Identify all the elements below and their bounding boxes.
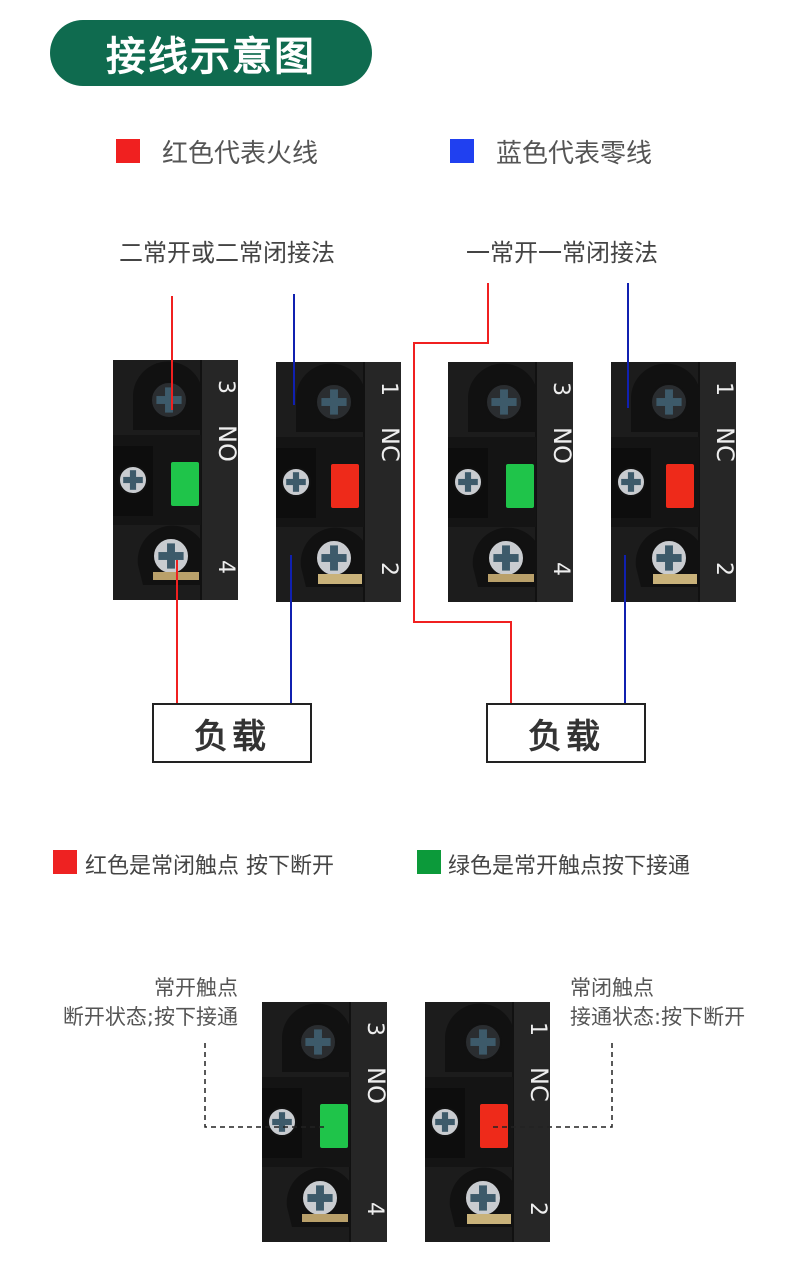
contact-module-no: 3 NO 4 bbox=[113, 360, 241, 600]
red-swatch bbox=[116, 139, 140, 163]
contact-type-label: NO bbox=[362, 1067, 387, 1104]
terminal-number-top: 3 bbox=[362, 1022, 387, 1036]
diagram-heading-left: 二常开或二常闭接法 bbox=[119, 239, 335, 267]
contact-type-label: NC bbox=[711, 427, 736, 462]
terminal-number-top: 3 bbox=[213, 380, 238, 394]
terminal-number-top: 3 bbox=[548, 382, 573, 396]
contact-type-label: NO bbox=[213, 425, 238, 462]
terminal-number-bottom: 2 bbox=[525, 1202, 550, 1216]
green-button bbox=[506, 464, 534, 508]
screw-icon bbox=[152, 537, 190, 575]
screw-icon bbox=[299, 1023, 337, 1061]
terminal-number-bottom: 4 bbox=[548, 562, 573, 576]
red-button bbox=[480, 1104, 508, 1148]
no-note-title: 常开触点 bbox=[154, 976, 238, 1000]
red-button-legend: 红色是常闭触点 按下断开 bbox=[85, 854, 334, 879]
contact-module-no: 3 NO 4 bbox=[262, 1002, 390, 1242]
blue-legend-label: 蓝色代表零线 bbox=[496, 139, 653, 169]
load-box-left: 负载 bbox=[152, 703, 312, 763]
nc-contact-note: 常闭触点 接通状态:按下断开 bbox=[570, 974, 745, 1032]
green-button bbox=[171, 462, 199, 506]
blue-swatch bbox=[450, 139, 474, 163]
screw-icon bbox=[616, 467, 646, 497]
terminal-number-bottom: 4 bbox=[362, 1202, 387, 1216]
contact-type-label: NC bbox=[376, 427, 401, 462]
terminal-number-bottom: 2 bbox=[376, 562, 401, 576]
green-button-swatch bbox=[417, 850, 441, 874]
contact-module-no: 3 NO 4 bbox=[448, 362, 576, 602]
diagram-heading-right: 一常开一常闭接法 bbox=[466, 239, 658, 267]
red-button bbox=[331, 464, 359, 508]
screw-icon bbox=[650, 383, 688, 421]
red-legend-label: 红色代表火线 bbox=[162, 139, 319, 169]
screw-icon bbox=[430, 1107, 460, 1137]
terminal-number-top: 1 bbox=[711, 382, 736, 396]
screw-icon bbox=[267, 1107, 297, 1137]
screw-icon bbox=[301, 1179, 339, 1217]
terminal-number-top: 1 bbox=[525, 1022, 550, 1036]
screw-icon bbox=[281, 467, 311, 497]
nc-note-title: 常闭触点 bbox=[570, 976, 654, 1000]
screw-icon bbox=[464, 1023, 502, 1061]
contact-module-nc: 1 NC 2 bbox=[611, 362, 739, 602]
green-button-legend: 绿色是常开触点按下接通 bbox=[448, 854, 691, 879]
no-contact-note: 常开触点 断开状态;按下接通 bbox=[63, 974, 238, 1032]
page-title: 接线示意图 bbox=[50, 20, 372, 86]
screw-icon bbox=[485, 383, 523, 421]
green-button bbox=[320, 1104, 348, 1148]
screw-icon bbox=[150, 381, 188, 419]
screw-icon bbox=[487, 539, 525, 577]
screw-icon bbox=[118, 465, 148, 495]
nc-note-desc: 接通状态:按下断开 bbox=[570, 1005, 746, 1029]
screw-icon bbox=[464, 1179, 502, 1217]
screw-icon bbox=[650, 539, 688, 577]
contact-type-label: NC bbox=[525, 1067, 550, 1102]
contact-module-nc: 1 NC 2 bbox=[425, 1002, 553, 1242]
load-box-right: 负载 bbox=[486, 703, 646, 763]
contact-type-label: NO bbox=[548, 427, 573, 464]
red-button bbox=[666, 464, 694, 508]
screw-icon bbox=[315, 539, 353, 577]
terminal-number-bottom: 2 bbox=[711, 562, 736, 576]
red-button-swatch bbox=[53, 850, 77, 874]
contact-module-nc: 1 NC 2 bbox=[276, 362, 404, 602]
terminal-number-bottom: 4 bbox=[213, 560, 238, 574]
no-note-desc: 断开状态;按下接通 bbox=[62, 1005, 238, 1029]
terminal-number-top: 1 bbox=[376, 382, 401, 396]
screw-icon bbox=[453, 467, 483, 497]
screw-icon bbox=[315, 383, 353, 421]
